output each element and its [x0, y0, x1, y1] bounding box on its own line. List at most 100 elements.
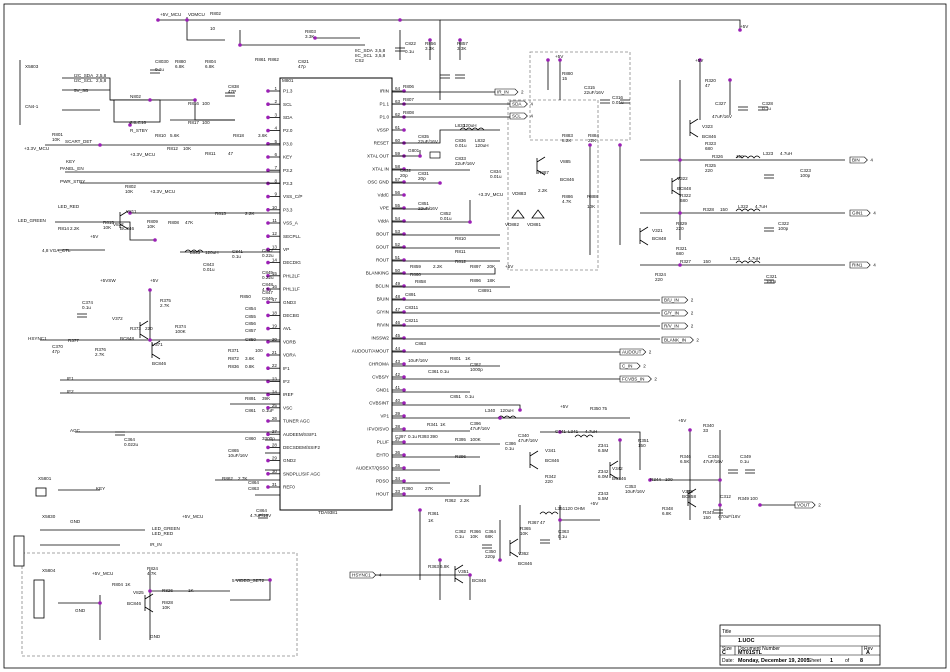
component-label: 20p [400, 173, 408, 178]
component-label: C833 [455, 156, 466, 161]
component-label: C821 [298, 59, 309, 64]
component-label: 5 VIDEO_SET2 [232, 578, 265, 583]
component-label: +5V [740, 24, 749, 29]
junction-dots [98, 18, 762, 605]
component-label: R365 [520, 526, 531, 531]
component-label: BC846 [545, 458, 559, 463]
component-label: C855 [245, 314, 256, 319]
ic-left-pin-name: P1.3 [283, 89, 293, 94]
net-tag [619, 362, 641, 370]
ic-left-pin-number: 17 [272, 297, 278, 302]
component-label: C323 [800, 168, 811, 173]
component-label: 3300p [262, 436, 275, 441]
component-label: R804 [112, 582, 123, 587]
component-label: C822 [405, 41, 416, 46]
ic-left-pin-name: IF1 [283, 366, 290, 371]
component-label: L351 [555, 506, 566, 511]
ic-right-pin-name: B/UIN [377, 297, 389, 302]
ic-left-pin-number: 9 [274, 192, 277, 197]
component-label: X5804 [42, 568, 56, 573]
component-label: 680 [705, 146, 713, 151]
component-label: R_STBY [130, 128, 148, 133]
ic-left-pin-name: DECSDEM/SSIF2 [283, 445, 320, 450]
component-label: 6.5K [680, 459, 690, 464]
ic-left-pin-number: 11 [272, 218, 277, 223]
component-label: C860 [245, 436, 256, 441]
component-label: C8211 [405, 318, 419, 323]
component-label: R320 [705, 78, 716, 83]
component-label: 5.5M [598, 496, 608, 501]
component-label: G801 [408, 148, 420, 153]
ic-right-pin-name: XTAL IN [372, 167, 389, 172]
junction-dot [618, 143, 622, 147]
ic-right-pin-name: PLLIF [377, 440, 389, 445]
component-label: +5V [505, 264, 514, 269]
component-label: R375 [160, 298, 171, 303]
component-label: 2.7K [238, 476, 248, 481]
ic-right-pin-name: VddC [378, 193, 390, 198]
component-label: V321 [652, 228, 663, 233]
component-label: C396 [470, 421, 481, 426]
component-label: C836 [455, 138, 466, 143]
component-label: 4.7uH [585, 429, 597, 434]
ic-left-pin-number: 31 [272, 482, 278, 487]
component-label: V362 [518, 551, 529, 556]
component-label: R859 [410, 264, 421, 269]
net-tag [661, 322, 689, 330]
net-tag [619, 348, 647, 356]
component-label: R862 [222, 476, 233, 481]
component-label: R362 [445, 498, 456, 503]
component-label: R824 [147, 566, 158, 571]
junction-dot [738, 28, 742, 32]
component-label: I2C_SCL [74, 78, 93, 83]
component-label: C327 [715, 101, 726, 106]
net-sheet-ref: 4 [530, 102, 533, 107]
net-label: IR_IN [497, 90, 509, 95]
component-label: 100 [750, 496, 758, 501]
component-label: R886 [562, 194, 573, 199]
component-label: R836 [228, 364, 239, 369]
component-label: R801 [450, 356, 461, 361]
junction-dot [313, 36, 317, 40]
net-tag [661, 309, 689, 317]
junction-dot [148, 288, 152, 292]
ic-right-pin-number: 53 [395, 229, 401, 234]
component-label: V372 [112, 316, 123, 321]
component-label: 150 [703, 259, 711, 264]
ic-right-pin-number: 62 [395, 112, 401, 117]
component-label: R327 [680, 259, 691, 264]
component-label: R341 [427, 422, 438, 427]
component-label: 100 [202, 101, 210, 106]
component-label: 10K [587, 204, 596, 209]
component-label: 22K [588, 138, 597, 143]
junction-dot [558, 58, 562, 62]
component-label: R809 [147, 219, 158, 224]
ic-right-pin-number: 47 [395, 307, 401, 312]
component-label: R347 [703, 510, 714, 515]
component-label: 0.1u [155, 67, 164, 72]
junction-dot [588, 143, 592, 147]
component-label: BC846 [518, 561, 532, 566]
component-label: 0.1uF [262, 408, 274, 413]
net-sheet-ref: 4 [873, 211, 876, 216]
component-label: 6.8K [175, 64, 185, 69]
component-label: 0.22u [262, 275, 274, 280]
net-sheet-ref: 2 [521, 90, 524, 95]
component-label: +5V [560, 404, 569, 409]
ic-left-pin-name: VSS_A [283, 221, 299, 226]
component-label: LED_GREEN [152, 526, 180, 531]
net-sheet-ref: 2 [696, 338, 699, 343]
ic-left-pin-name: SCL [283, 102, 292, 107]
component-label: R329 [676, 221, 687, 226]
ic-right-pin-number: 63 [395, 99, 401, 104]
junction-dot [648, 478, 652, 482]
doc-number-value: MT01STL [738, 650, 763, 656]
component-label: 680 [680, 198, 688, 203]
ic-left-pin-name: PHL2LF [283, 273, 300, 278]
component-label: C838 [228, 84, 239, 89]
size-value: C [722, 650, 726, 656]
component-label: 4.7uH [748, 256, 760, 261]
component-label: 22uF/16V [418, 139, 439, 144]
component-label: C863 [415, 341, 426, 346]
component-label: 33 [703, 428, 709, 433]
